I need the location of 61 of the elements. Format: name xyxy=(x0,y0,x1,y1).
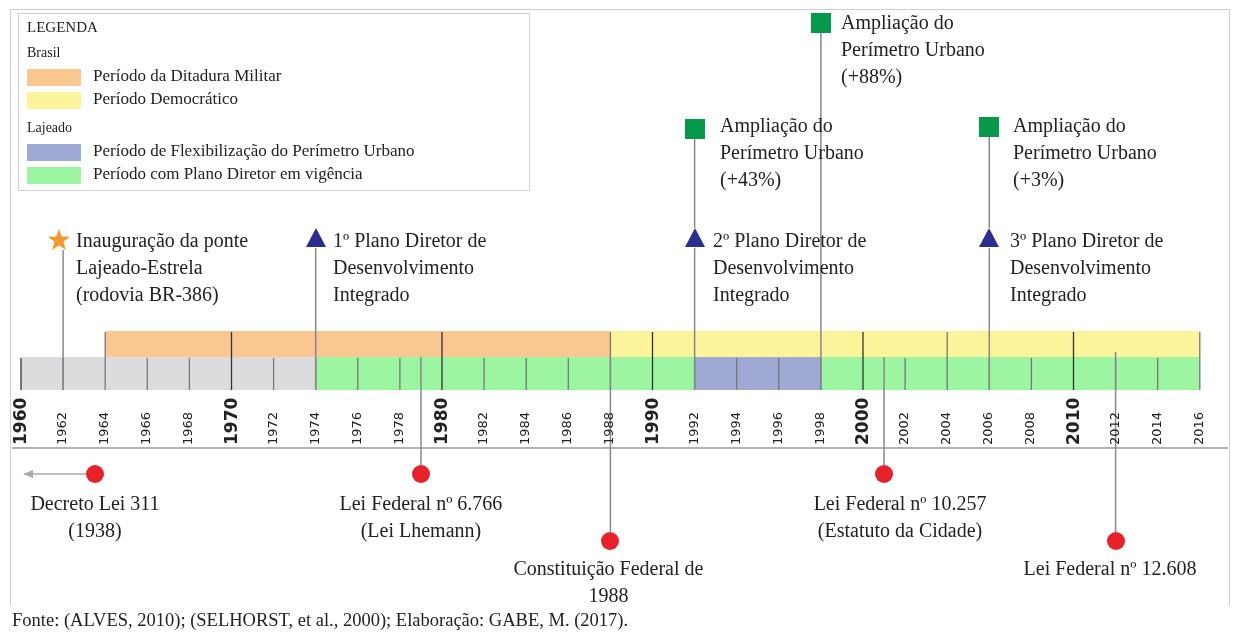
legend-group-heading: Lajeado xyxy=(27,119,73,137)
year-label: 1970 xyxy=(220,397,241,445)
year-label: 1984 xyxy=(517,411,533,445)
year-label: 1960 xyxy=(10,397,30,445)
event-label: 3º Plano Diretor de Desenvolvimento Integrado xyxy=(1010,228,1165,308)
year-label: 1964 xyxy=(96,411,112,445)
leader-line xyxy=(1114,351,1117,533)
year-label: 2012 xyxy=(1106,411,1122,445)
event-label: Lei Federal nº 12.608 xyxy=(1022,556,1198,581)
year-label: 2004 xyxy=(938,411,954,445)
year-label: 2002 xyxy=(896,411,912,445)
leader-line xyxy=(693,138,696,229)
year-label: 1988 xyxy=(601,411,617,445)
year-label: 2016 xyxy=(1190,411,1206,445)
year-label: 2010 xyxy=(1062,397,1083,445)
year-label: 1974 xyxy=(306,411,322,445)
year-label: 1980 xyxy=(431,397,451,445)
leader-line xyxy=(62,249,64,391)
year-label: 1978 xyxy=(390,411,406,445)
year-label: 1966 xyxy=(138,411,154,445)
legend-label: Período da Ditadura Militar xyxy=(93,65,282,87)
year-label: 1992 xyxy=(685,411,701,445)
event-label: Constituição Federal de 1988 xyxy=(512,556,705,608)
event-label: Lei Federal nº 10.257 (Estatuto da Cidade) xyxy=(812,491,988,544)
legend-group-heading: Brasil xyxy=(27,44,61,62)
event-label: Decreto Lei 311 (1938) xyxy=(29,491,161,543)
leader-line xyxy=(609,356,612,533)
leader-line xyxy=(420,356,422,466)
year-label: 1972 xyxy=(264,411,280,445)
source-caption: Fonte: (ALVES, 2010); (SELHORST, et al., 2000); Elaboração: GABE, M. (2017). xyxy=(12,609,629,631)
legend-title: LEGENDA xyxy=(27,18,98,37)
year-label: 1986 xyxy=(559,411,575,445)
event-label: Lei Federal nº 6.766 (Lei Lhemann) xyxy=(338,491,504,544)
year-label: 1996 xyxy=(769,411,785,445)
arrow xyxy=(23,470,87,478)
year-label: 1976 xyxy=(348,411,364,445)
event-label: 1º Plano Diretor de Desenvolvimento Integrado xyxy=(333,228,488,308)
year-label: 2014 xyxy=(1148,411,1164,445)
leader-line xyxy=(988,247,991,391)
year-label: 2000 xyxy=(852,397,872,445)
leader-line xyxy=(693,247,696,391)
leader-line xyxy=(883,356,885,466)
leader-line xyxy=(988,136,991,229)
event-label: 2º Plano Diretor de Desenvolvimento Integrado xyxy=(713,228,868,308)
leader-line xyxy=(314,247,317,391)
year-label: 1990 xyxy=(641,397,662,445)
event-label: Inauguração da ponte Lajeado-Estrela (rodovia BR-386) xyxy=(76,228,250,308)
year-label: 2008 xyxy=(1022,411,1038,445)
legend-label: Período com Plano Diretor em vigência xyxy=(93,163,363,185)
year-label: 1998 xyxy=(811,411,827,445)
year-label: 2006 xyxy=(980,411,996,445)
legend-label: Período Democrático xyxy=(93,88,238,110)
event-label: Ampliação do Perímetro Urbano (+43%) xyxy=(720,113,865,193)
event-label: Ampliação do Perímetro Urbano (+88%) xyxy=(841,10,986,90)
year-label: 1962 xyxy=(54,411,70,445)
leader-line xyxy=(820,32,822,391)
event-label: Ampliação do Perímetro Urbano (+3%) xyxy=(1013,113,1158,193)
year-label: 1968 xyxy=(180,411,196,445)
year-label: 1982 xyxy=(475,411,491,445)
legend-label: Período de Flexibilização do Perímetro Urbano xyxy=(93,140,415,162)
year-label: 1994 xyxy=(727,411,743,445)
